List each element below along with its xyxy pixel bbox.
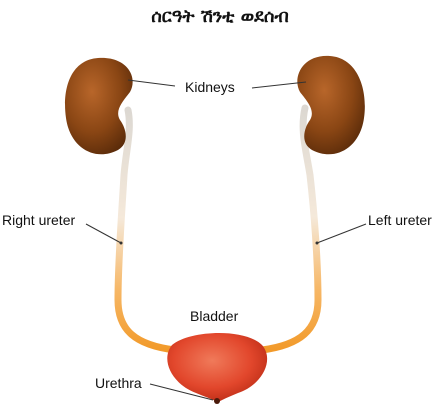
right-ureter-label: Right ureter	[2, 212, 75, 228]
left-ureter-label: Left ureter	[368, 212, 432, 228]
right-kidney	[65, 58, 133, 154]
urethra-label: Urethra	[95, 375, 142, 391]
left-ureter-leader	[317, 224, 366, 243]
left-kidney	[297, 56, 365, 154]
right-ureter-leader	[86, 224, 121, 243]
bladder	[167, 333, 267, 402]
right-ureter	[118, 110, 175, 350]
bladder-label: Bladder	[190, 308, 239, 324]
kidneys-label: Kidneys	[185, 79, 235, 95]
kidneys-leader-left	[128, 80, 175, 86]
urethra-opening	[214, 398, 220, 404]
